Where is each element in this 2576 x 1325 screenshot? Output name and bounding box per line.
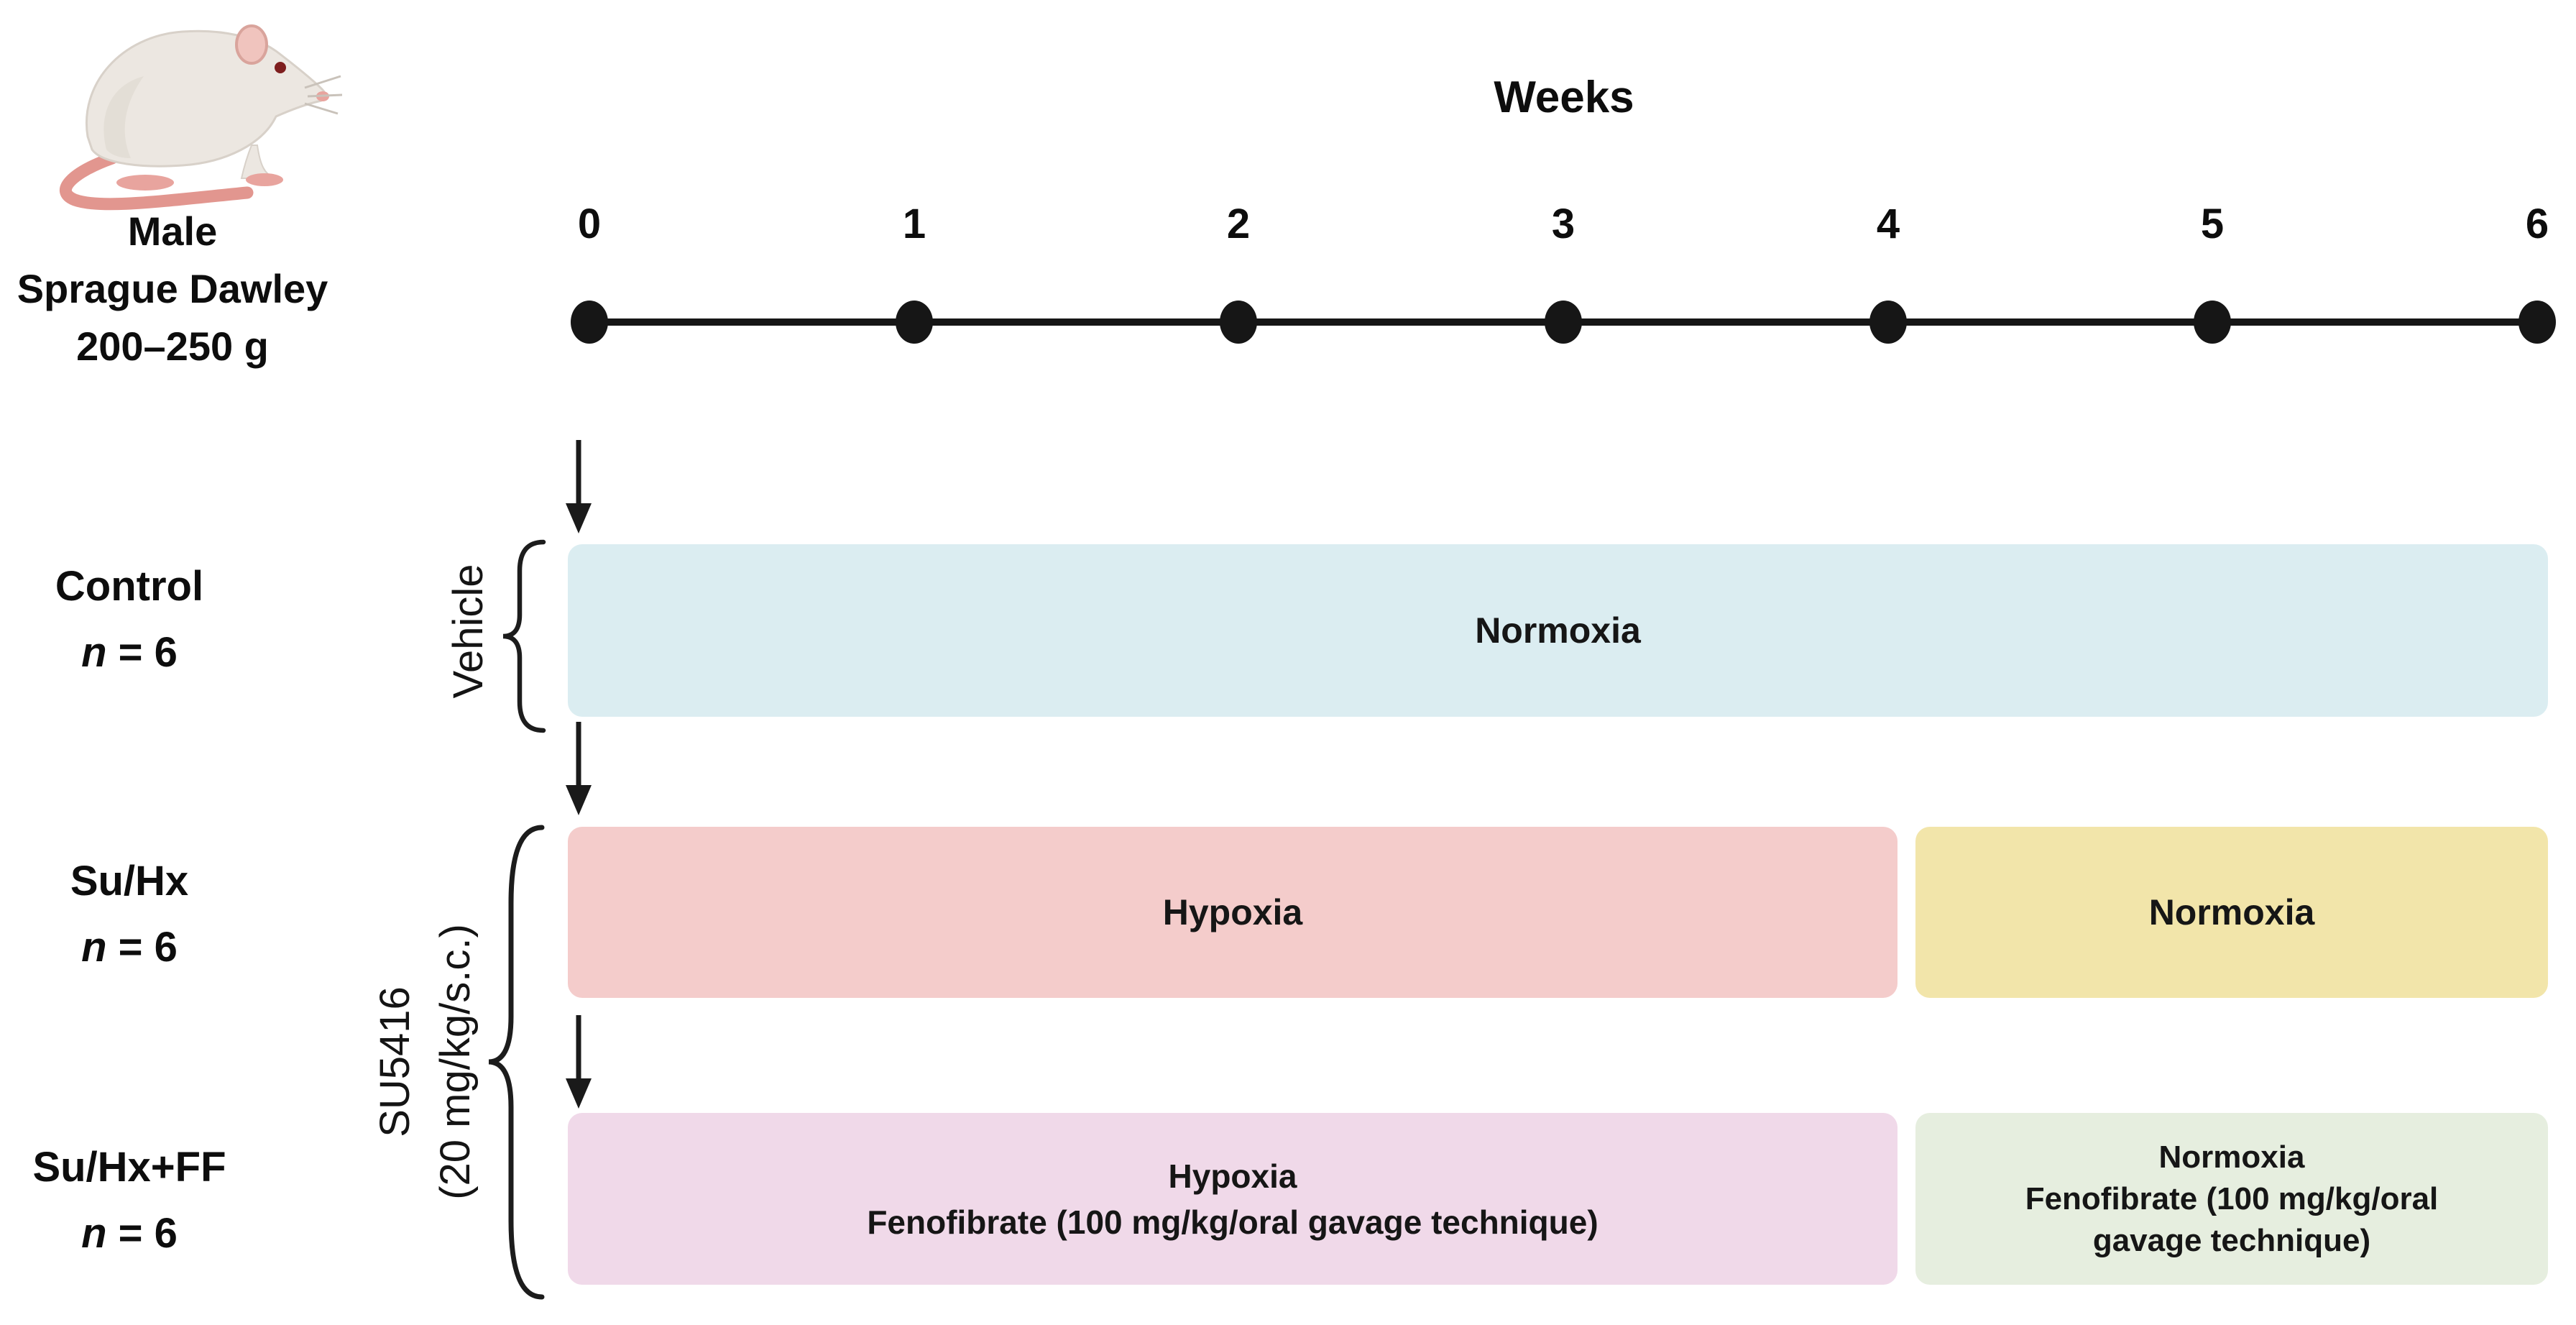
tick-label-3: 3 [1551,201,1576,247]
tick-label-0: 0 [577,201,602,247]
timeline-dot-week1 [896,301,933,344]
subject-label: Male Sprague Dawley 200–250 g [17,208,328,369]
timeline-dot-week4 [1869,301,1907,344]
phase-bar-suhx-normoxia: Normoxia [1915,827,2548,998]
tick-label-6: 6 [2525,201,2549,247]
group-label-suhxff: Su/Hx+FF n = 6 [0,1134,259,1267]
group-name: Control [55,563,204,610]
group-name: Su/Hx+FF [32,1144,226,1191]
timeline-dot-week0 [571,301,608,344]
down-arrow-icon [566,1015,592,1109]
timeline-dot-week6 [2518,301,2556,344]
rat-eye [275,62,286,73]
group-name: Su/Hx [70,858,189,904]
down-arrow-icon [566,440,592,533]
tick-label-1: 1 [902,201,926,247]
group-label-suhx: Su/Hx n = 6 [0,848,259,981]
rat-haunch-shade [104,76,144,158]
phase-bar-label: Normoxia [2148,892,2315,932]
tick-label-4: 4 [1876,201,1900,247]
rat-front-leg [240,145,275,179]
rat-tail [60,152,254,211]
vehicle-bracket-label: Vehicle [445,564,492,699]
phase-bar-suhxff-hypoxia-fenofibrate: Hypoxia Fenofibrate (100 mg/kg/oral gava… [568,1113,1898,1285]
su5416-brace-icon [488,825,545,1300]
timeline-title: Weeks [1494,73,1634,122]
group-n: n = 6 [81,1210,178,1257]
rat-ear [235,24,268,65]
vehicle-brace-icon [502,539,546,733]
su5416-bracket-label: SU5416 (20 mg/kg/s.c.) [372,924,479,1200]
rat-whiskers [304,75,342,115]
down-arrow-icon [566,722,592,815]
group-label-control: Control n = 6 [0,554,259,686]
phase-bar-label: Hypoxia Fenofibrate (100 mg/kg/oral gava… [867,1157,1598,1241]
tick-label-5: 5 [2200,201,2225,247]
timeline-dot-week2 [1220,301,1257,344]
phase-bar-suhxff-normoxia-fenofibrate: Normoxia Fenofibrate (100 mg/kg/oral gav… [1915,1113,2548,1285]
timeline-dot-week5 [2194,301,2231,344]
phase-bar-suhx-hypoxia: Hypoxia [568,827,1898,998]
group-n: n = 6 [81,629,178,676]
timeline-dot-week3 [1545,301,1582,344]
rat-rear-foot [116,175,174,191]
phase-bar-label: Hypoxia [1162,892,1303,932]
rat-front-foot [246,173,283,186]
phase-bar-label: Normoxia Fenofibrate (100 mg/kg/oral gav… [2025,1139,2439,1258]
phase-bar-label: Normoxia [1475,610,1641,651]
tick-label-2: 2 [1226,201,1251,247]
phase-bar-control-normoxia: Normoxia [568,544,2548,717]
group-n: n = 6 [81,924,178,971]
rat-illustration [60,24,342,211]
